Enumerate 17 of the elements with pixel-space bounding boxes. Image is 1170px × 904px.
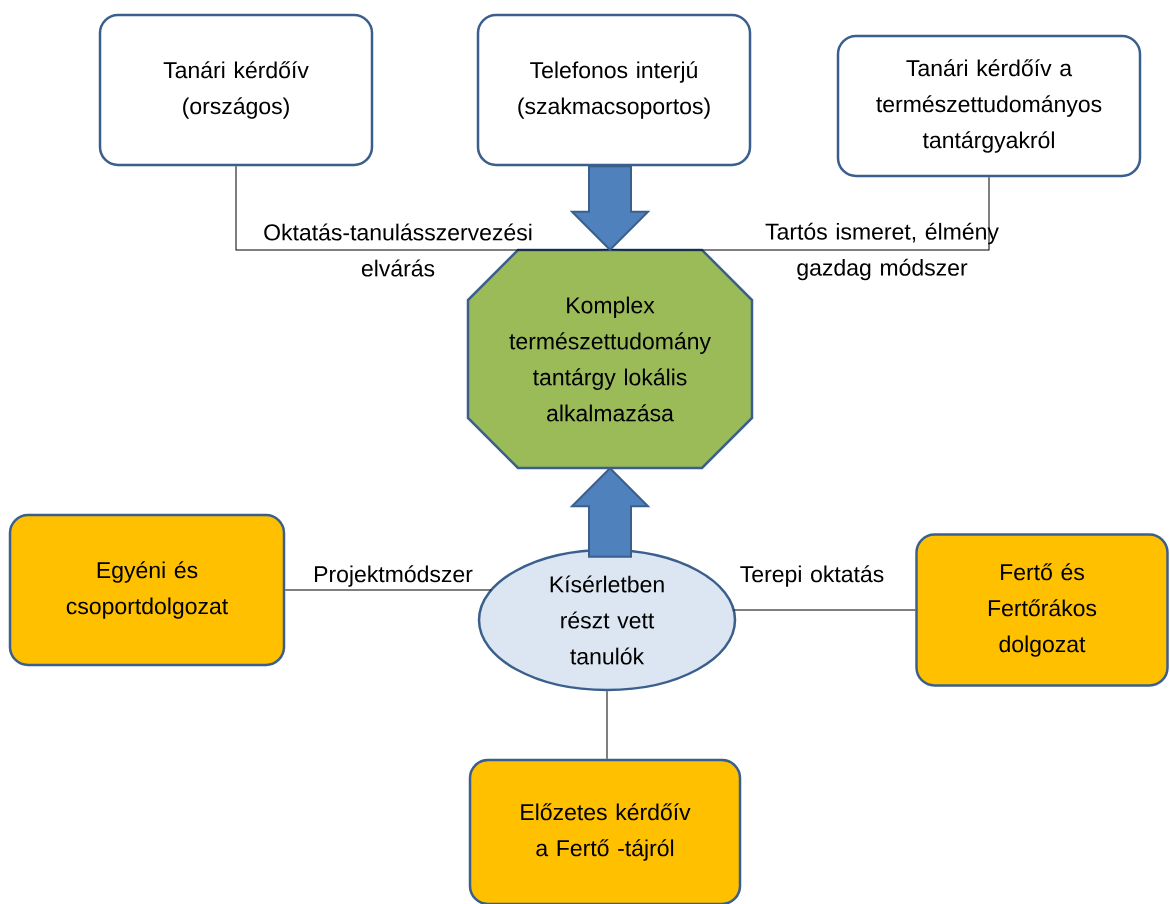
connector-line bbox=[733, 609, 916, 611]
rounded-box: Egyéni és csoportdolgozat bbox=[8, 513, 286, 667]
connector-line bbox=[284, 589, 492, 591]
rounded-box: Fertő és Fertőrákos dolgozat bbox=[915, 533, 1169, 687]
block-arrow bbox=[569, 165, 651, 252]
edge-label: Terepi oktatás bbox=[740, 565, 884, 587]
connector-line bbox=[606, 690, 608, 760]
edge-label: Projektmódszer bbox=[315, 565, 473, 587]
rounded-box: Tanári kérdőív a természettudományos tantárgyakról bbox=[836, 34, 1142, 178]
octagon: Komplex természettudomány tantárgy lokális alkalmazása bbox=[466, 248, 754, 470]
rounded-box: Előzetes kérdőív a Fertő -tájról bbox=[468, 758, 742, 904]
block-arrow bbox=[569, 466, 651, 558]
connector-line bbox=[609, 176, 990, 251]
edge-label: Tartós ismeret, élmény gazdag módszer bbox=[765, 222, 999, 281]
rounded-box: Telefonos interjú (szakmacsoportos) bbox=[476, 13, 752, 167]
connector-line bbox=[235, 165, 611, 251]
rounded-box: Tanári kérdőív (országos) bbox=[98, 13, 374, 167]
